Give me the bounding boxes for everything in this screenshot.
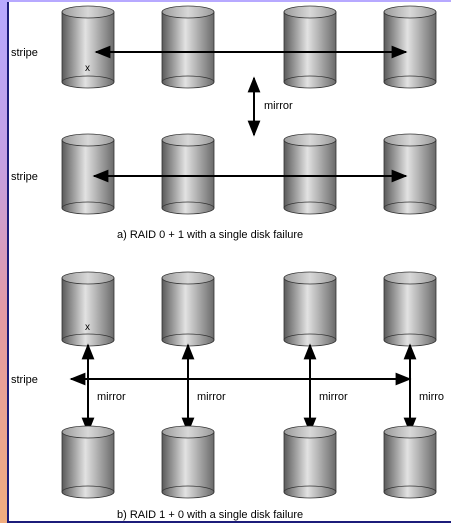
disk-b-top-1: [61, 271, 115, 347]
bottom-stripe-label: stripe: [11, 171, 38, 183]
disk-a-bottom-4: [383, 133, 437, 215]
disk-b-top-3: [283, 271, 337, 347]
disk-a-top-2: [161, 5, 215, 89]
disk-b-bottom-4: [383, 425, 437, 499]
caption-b: b) RAID 1 + 0 with a single disk failure: [117, 509, 303, 521]
top-stripe-label: stripe: [11, 47, 38, 59]
failed-disk-mark-b: x: [85, 322, 90, 333]
mirror-label-1: mirror: [97, 391, 126, 403]
mirror-label-2: mirror: [197, 391, 226, 403]
raid01-section: stripe x mirror stripe a) RAID 0 + 1: [11, 5, 437, 241]
disk-b-bottom-2: [161, 425, 215, 499]
disk-b-top-2: [161, 271, 215, 347]
disk-b-bottom-3: [283, 425, 337, 499]
mirror-label-4: mirro: [419, 391, 444, 403]
raid10-section: x stripe mirror mirror mirror mirro: [11, 271, 444, 521]
disk-a-top-4: [383, 5, 437, 89]
caption-a: a) RAID 0 + 1 with a single disk failure: [117, 229, 303, 241]
disk-a-bottom-2: [161, 133, 215, 215]
disk-a-top-3: [283, 5, 337, 89]
mirror-label-3: mirror: [319, 391, 348, 403]
disk-a-bottom-3: [283, 133, 337, 215]
disk-b-top-4: [383, 271, 437, 347]
stripe-label-b: stripe: [11, 374, 38, 386]
disk-b-bottom-1: [61, 425, 115, 499]
disk-a-top-1: [61, 5, 115, 89]
disk-a-bottom-1: [61, 133, 115, 215]
failed-disk-mark: x: [85, 63, 90, 74]
mirror-label: mirror: [264, 100, 293, 112]
